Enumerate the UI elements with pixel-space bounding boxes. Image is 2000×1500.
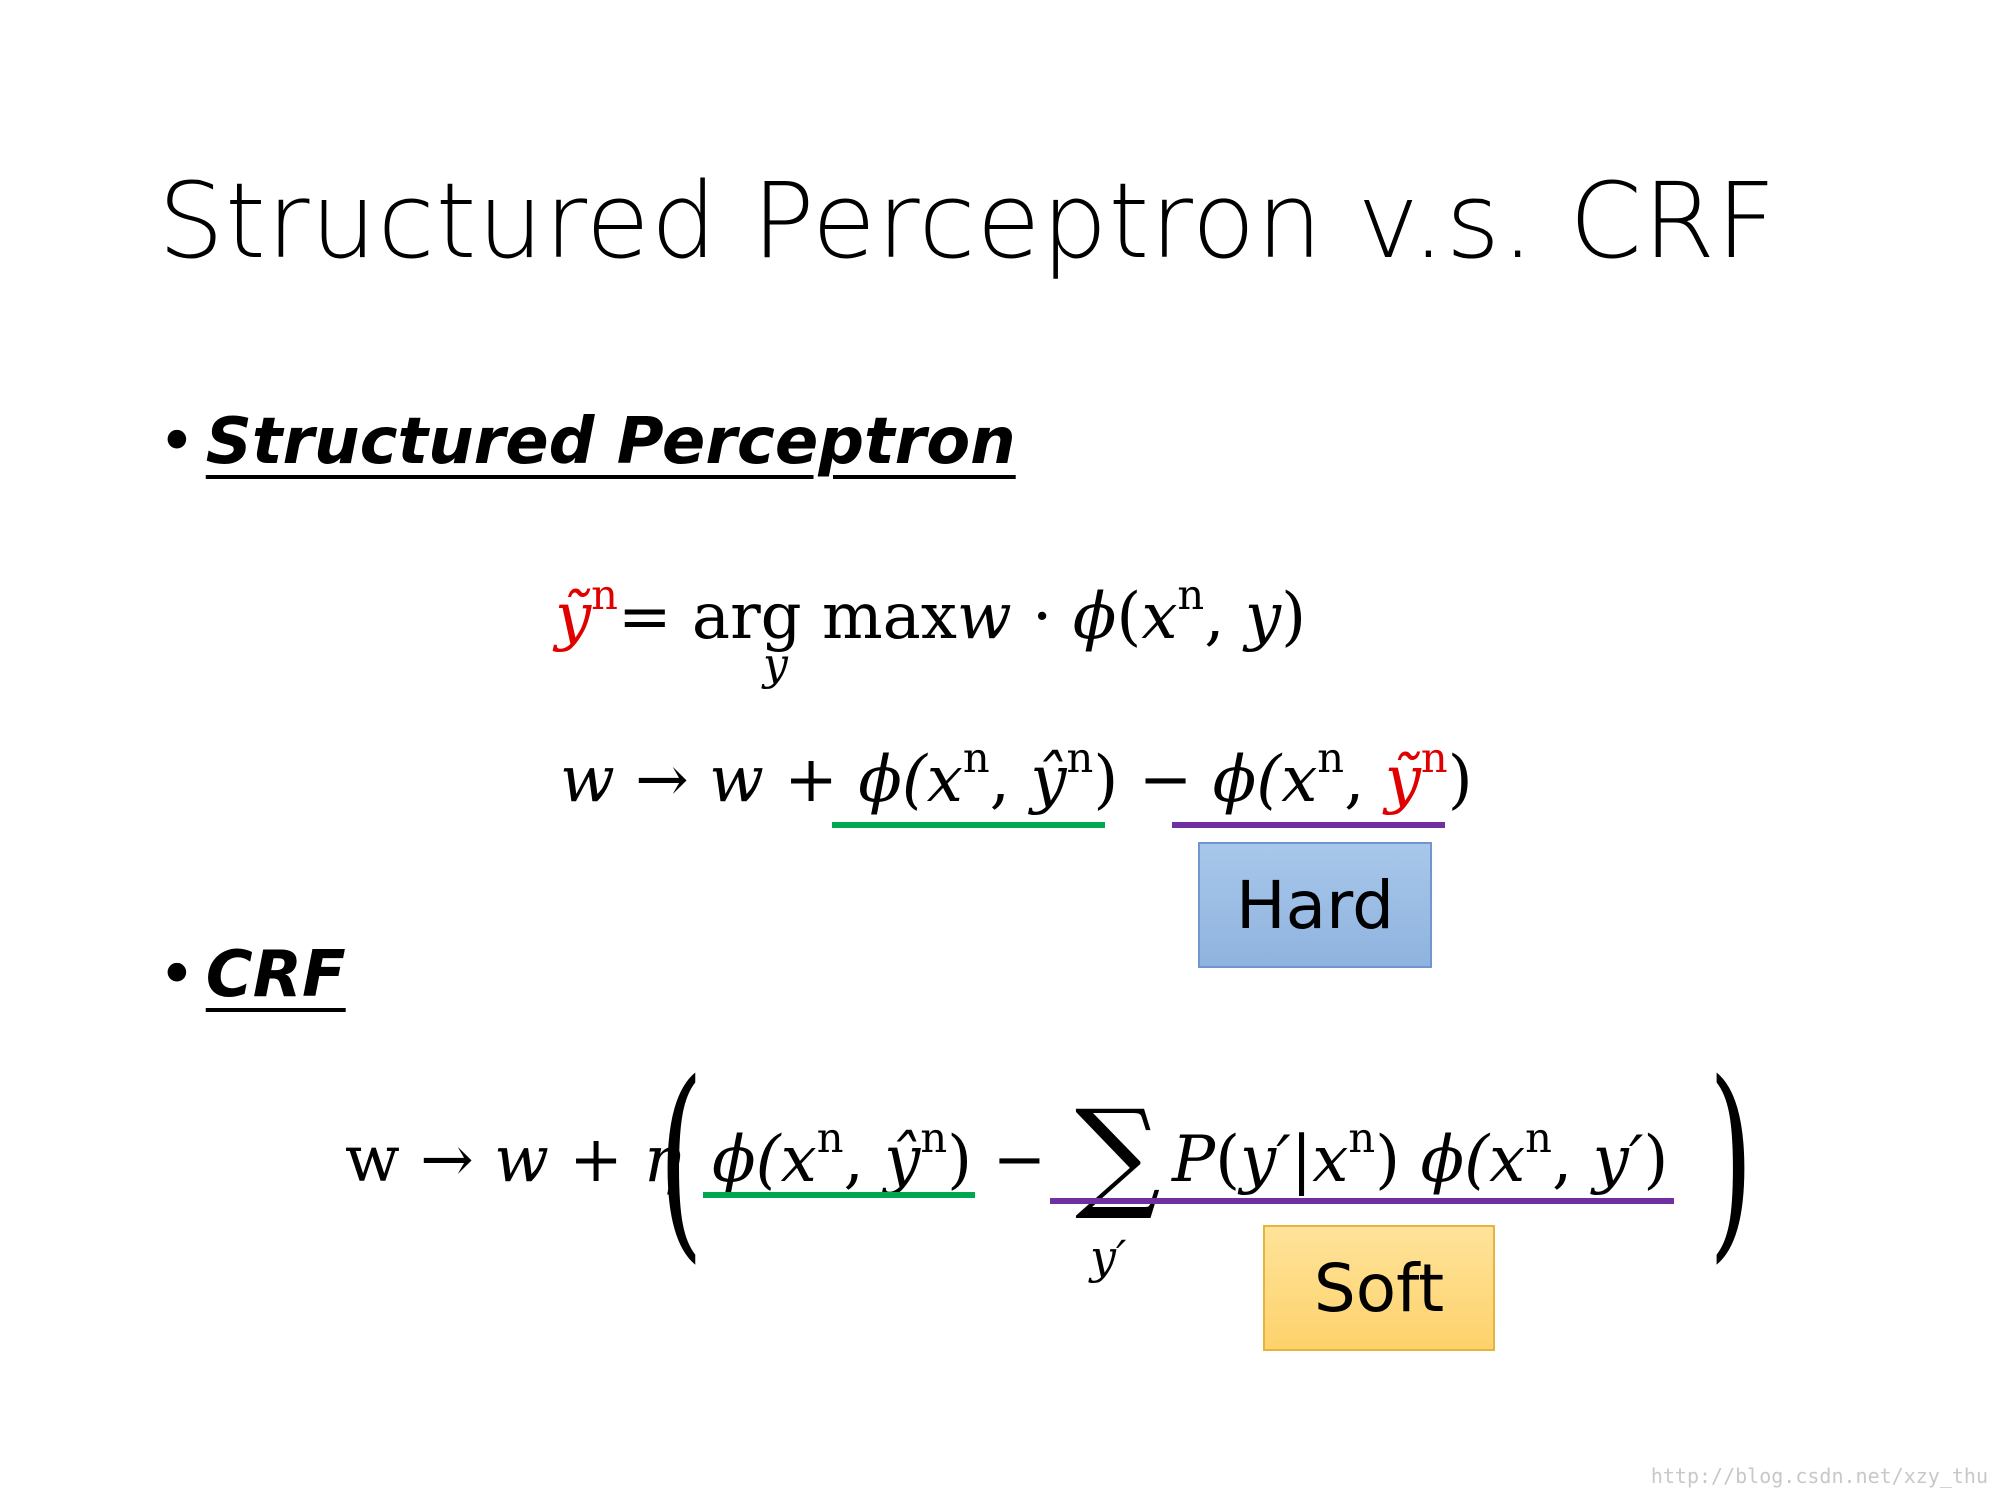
watermark: http://blog.csdn.net/xzy_thu [1650, 1464, 1988, 1488]
x-sup: n [1317, 732, 1345, 782]
phi-open: ϕ( [712, 1123, 781, 1197]
eta: η [643, 1123, 682, 1197]
purple-underline-perceptron [1172, 822, 1445, 828]
big-right-paren: ) [1708, 1037, 1754, 1282]
comma: , [1344, 743, 1385, 817]
y-tilde: ỹ [1384, 743, 1421, 817]
soft-label-box: Soft [1263, 1225, 1495, 1351]
weight-w: w [956, 580, 1012, 654]
dot-operator: · [1011, 580, 1073, 654]
close-paren: ) [1447, 743, 1473, 817]
arrow: → [614, 743, 710, 817]
w-upright: w [345, 1123, 400, 1197]
phi-open: ϕ( [1400, 1123, 1490, 1197]
close-paren: ) [1375, 1123, 1401, 1197]
y: y [1244, 580, 1282, 654]
x-sup: n [962, 732, 990, 782]
x-sup: n [1177, 569, 1205, 619]
plus: + [548, 1123, 644, 1197]
comma: , [1551, 1123, 1593, 1197]
crf-update-equation: w → w + η [345, 1128, 682, 1192]
sum-symbol: ∑ [1075, 1085, 1161, 1224]
comma: , [1204, 580, 1245, 654]
sum-subscript: y′ [1090, 1230, 1127, 1284]
big-left-paren: ( [658, 1037, 704, 1282]
w: w [709, 743, 764, 817]
green-underline-perceptron [832, 822, 1105, 828]
x: x [780, 1123, 817, 1197]
y-hat-sup: n [1066, 732, 1094, 782]
bullet-structured-perceptron: •Structured Perceptron [158, 405, 1016, 479]
plus: + [763, 743, 859, 817]
w: w [560, 743, 615, 817]
close-paren: ) [947, 1123, 973, 1197]
y-hat: ŷ [884, 1123, 921, 1197]
x: x [1281, 743, 1318, 817]
y-prime: y′ [1592, 1123, 1644, 1197]
open-paren: ( [1215, 1123, 1241, 1197]
comma: , [989, 743, 1031, 817]
bullet-label: CRF [205, 938, 346, 1012]
comma: , [843, 1123, 885, 1197]
close-paren: ) [1281, 580, 1307, 654]
soft-label: Soft [1313, 1249, 1445, 1327]
argmax-text: = arg max [617, 580, 957, 654]
bar: | [1290, 1123, 1313, 1197]
P: P [1172, 1123, 1216, 1197]
bullet-marker: • [158, 938, 196, 1012]
argmax-operator: = arg max y [618, 585, 957, 687]
argmax-subscript: y [762, 639, 788, 690]
crf-term-1: ϕ(xn, ŷn) − [712, 1117, 1046, 1192]
x: x [1489, 1123, 1526, 1197]
x-sup: n [1348, 1112, 1376, 1162]
y-tilde: ỹ [555, 580, 592, 654]
bullet-crf: •CRF [158, 938, 346, 1012]
purple-underline-crf [1050, 1198, 1674, 1204]
x-sup: n [816, 1112, 844, 1162]
bullet-marker: • [158, 405, 196, 479]
arrow: → [399, 1123, 495, 1197]
close-paren: ) [1643, 1123, 1669, 1197]
x: x [1141, 580, 1178, 654]
minus: − [972, 1123, 1047, 1197]
y-prime: y′ [1240, 1123, 1291, 1197]
minus: − [1118, 743, 1213, 817]
phi-open: ϕ( [858, 743, 927, 817]
close-paren: ) [1093, 743, 1119, 817]
y-hat-sup: n [920, 1112, 948, 1162]
crf-term-2: P(y′|xn) ϕ(xn, y′) [1172, 1117, 1668, 1192]
phi-open: ϕ( [1212, 743, 1282, 817]
bullet-label: Structured Perceptron [205, 405, 1016, 479]
y-hat: ŷ [1030, 743, 1067, 817]
open-paren: ( [1116, 580, 1142, 654]
x-sup: n [1525, 1112, 1552, 1162]
phi: ϕ [1072, 580, 1117, 654]
y-tilde-sup: n [1420, 732, 1448, 782]
x: x [1312, 1123, 1349, 1197]
x: x [926, 743, 963, 817]
hard-label: Hard [1236, 866, 1394, 944]
hard-label-box: Hard [1198, 842, 1432, 968]
perceptron-update-equation: w → w + ϕ(xn, ŷn) − ϕ(xn, ỹn) [560, 737, 1473, 812]
green-underline-crf [703, 1192, 975, 1198]
slide-title: Structured Perceptron v.s. CRF [158, 160, 1777, 282]
y-tilde-sup: n [591, 569, 618, 619]
w: w [494, 1123, 549, 1197]
